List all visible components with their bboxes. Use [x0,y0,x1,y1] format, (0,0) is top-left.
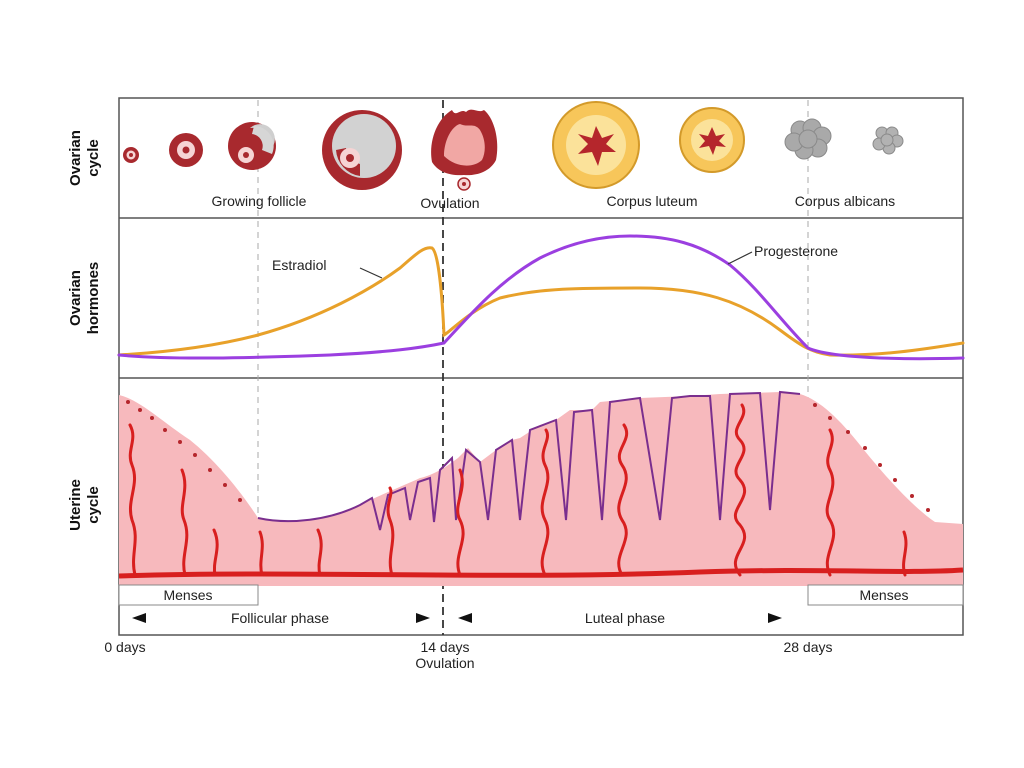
diagram-frame [118,97,964,636]
row-label-uterine-cycle: Uterine cycle [67,479,102,531]
corpus-albicans-large [784,118,832,160]
corpus-luteum-large [552,101,640,189]
estradiol-curve [117,246,965,357]
label-day-28: 28 days [783,639,832,655]
label-day-0: 0 days [104,639,145,655]
svg-text:Uterine: Uterine [67,479,84,531]
label-corpus-albicans: Corpus albicans [795,193,895,209]
svg-text:cycle: cycle [85,139,102,177]
svg-text:Ovarian: Ovarian [67,270,84,326]
epithelial-surface [257,390,801,531]
ovarian-cycle-illustrations [123,101,904,191]
menstrual-debris [126,400,930,512]
svg-text:Menses: Menses [163,587,212,603]
endometrium [118,390,964,586]
label-day-14-ovulation: Ovulation [415,655,474,671]
svg-text:Follicular phase: Follicular phase [231,610,329,626]
endometrial-lining [119,392,963,585]
svg-text:hormones: hormones [85,262,102,335]
label-corpus-luteum: Corpus luteum [606,193,697,209]
secondary-follicle [228,122,276,170]
label-day-14: 14 days [420,639,469,655]
graafian-follicle [322,110,402,190]
label-ovulation-stage: Ovulation [420,195,479,211]
luteal-phase-arrow: Luteal phase [458,610,782,626]
ruptured-follicle [431,109,498,191]
label-estradiol: Estradiol [272,257,326,273]
svg-text:Menses: Menses [859,587,908,603]
progesterone-leader [727,251,753,265]
estradiol-leader [359,267,383,279]
svg-text:Luteal phase: Luteal phase [585,610,665,626]
primordial-follicle [123,147,139,163]
primary-follicle [169,133,203,167]
label-growing-follicle: Growing follicle [212,193,307,209]
progesterone-curve [117,234,965,361]
corpus-luteum-small [679,107,745,173]
corpus-albicans-small [872,126,904,155]
spiral-arteries [128,403,908,577]
row-label-ovarian-hormones: Ovarian hormones [67,262,102,335]
follicular-phase-arrow: Follicular phase [132,610,430,626]
label-progesterone: Progesterone [754,243,838,259]
row-label-ovarian-cycle: Ovarian cycle [67,130,102,186]
hormone-curves [117,234,965,361]
svg-text:Ovarian: Ovarian [67,130,84,186]
menses-box-left: Menses [118,584,259,606]
basal-artery [118,567,964,579]
menses-box-right: Menses [807,584,964,606]
svg-text:cycle: cycle [85,486,102,524]
